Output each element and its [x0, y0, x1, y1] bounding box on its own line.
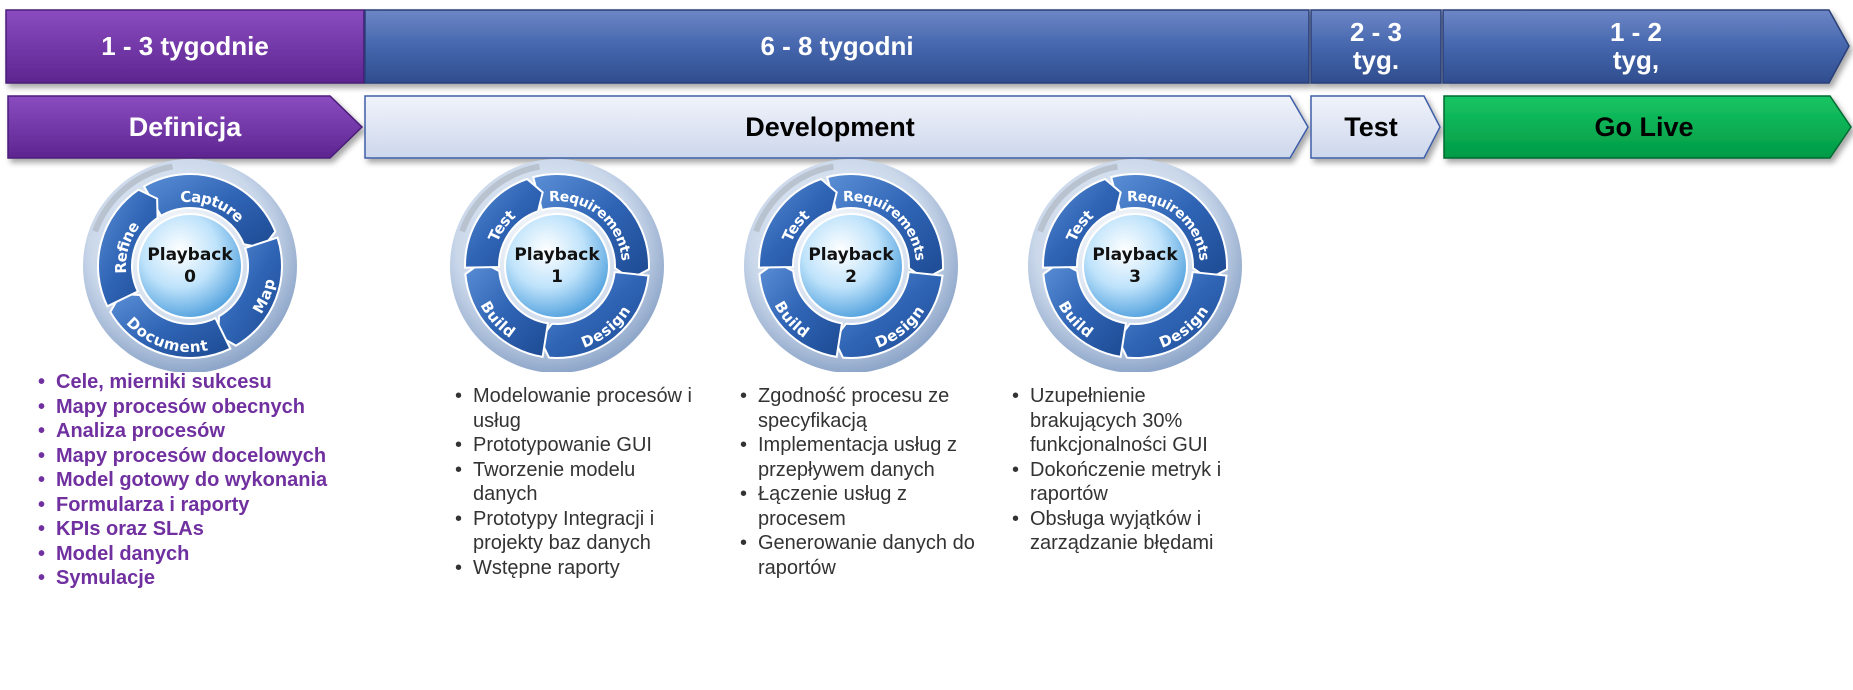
duration-bar-3	[1310, 9, 1442, 84]
wheel-segment	[1116, 270, 1228, 359]
wheel-segment	[464, 177, 544, 269]
phase-arrow-go-live	[1443, 95, 1852, 159]
wheel-center-label: Playback	[147, 245, 233, 265]
wheel-segment	[832, 270, 944, 359]
phase-arrow-development	[364, 95, 1309, 159]
list-item: Zgodność procesu ze specyfikacją	[740, 384, 990, 433]
wheel-segment	[1109, 172, 1228, 281]
phase-label-definicja: Definicja	[128, 111, 242, 142]
wheel-segment	[464, 260, 550, 359]
duration-arrow-4	[1442, 9, 1850, 84]
duration-bar-1	[5, 9, 365, 84]
wheel-segment	[531, 172, 650, 281]
wheel-segment	[758, 260, 844, 359]
wheel-segment	[758, 177, 838, 269]
list-item: Symulacje	[38, 566, 378, 591]
duration-label-3: 2 - 3 tyg.	[1349, 17, 1403, 75]
wheel-segment	[109, 293, 232, 359]
wheel-center-label: Playback	[514, 245, 600, 265]
wheel-segment	[97, 188, 159, 308]
list-item: Prototypy Integracji i projekty baz dany…	[455, 507, 700, 556]
wheel-segment	[538, 270, 650, 359]
list-item: KPIs oraz SLAs	[38, 517, 378, 542]
phase-label-test: Test	[1344, 111, 1398, 142]
duration-label-1: 1 - 3 tygodnie	[101, 30, 269, 61]
duration-label-2: 6 - 8 tygodni	[760, 30, 914, 61]
playback-2-list: Zgodność procesu ze specyfikacją Impleme…	[740, 384, 990, 580]
wheel-center-number: 1	[551, 267, 563, 287]
wheel-center-label: Playback	[1092, 245, 1178, 265]
list-item: Model danych	[38, 542, 378, 567]
list-item: Wstępne raporty	[455, 556, 700, 581]
list-item: Generowanie danych do raportów	[740, 531, 990, 580]
list-item: Model gotowy do wykonania	[38, 468, 378, 493]
list-item: Uzupełnienie brakujących 30% funkcjonaln…	[1012, 384, 1242, 458]
list-item: Tworzenie modelu danych	[455, 458, 700, 507]
wheel-segment	[1042, 177, 1122, 269]
list-item: Implementacja usług z przepływem danych	[740, 433, 990, 482]
wheel-center-label: Playback	[808, 245, 894, 265]
definicja-list: Cele, mierniki sukcesu Mapy procesów obe…	[38, 370, 378, 591]
list-item: Modelowanie procesów i usług	[455, 384, 700, 433]
list-item: Łączenie usług z procesem	[740, 482, 990, 531]
wheel-segment	[1042, 260, 1128, 359]
list-item: Obsługa wyjątków i zarządzanie błędami	[1012, 507, 1242, 556]
wheel-center-number: 0	[184, 267, 196, 287]
list-item: Formularza i raporty	[38, 493, 378, 518]
phase-arrow-test	[1310, 95, 1441, 159]
playback-3-list: Uzupełnienie brakujących 30% funkcjonaln…	[1012, 384, 1242, 556]
duration-label-4: 1 - 2 tyg,	[1609, 17, 1663, 75]
phase-label-go-live: Go Live	[1594, 111, 1694, 142]
list-item: Cele, mierniki sukcesu	[38, 370, 378, 395]
playback-1-list: Modelowanie procesów i usług Prototypowa…	[455, 384, 700, 580]
list-item: Mapy procesów docelowych	[38, 444, 378, 469]
phase-label-development: Development	[745, 111, 915, 142]
wheel-segment	[825, 172, 944, 281]
wheel-center-number: 2	[845, 267, 857, 287]
duration-bar-2	[364, 9, 1310, 84]
wheel-center-number: 3	[1129, 267, 1141, 287]
phase-arrow-definicja	[7, 95, 364, 159]
list-item: Analiza procesów	[38, 419, 378, 444]
wheel-segment	[142, 173, 277, 249]
list-item: Prototypowanie GUI	[455, 433, 700, 458]
list-item: Dokończenie metryk i raportów	[1012, 458, 1242, 507]
wheel-segment	[217, 236, 283, 347]
list-item: Mapy procesów obecnych	[38, 395, 378, 420]
